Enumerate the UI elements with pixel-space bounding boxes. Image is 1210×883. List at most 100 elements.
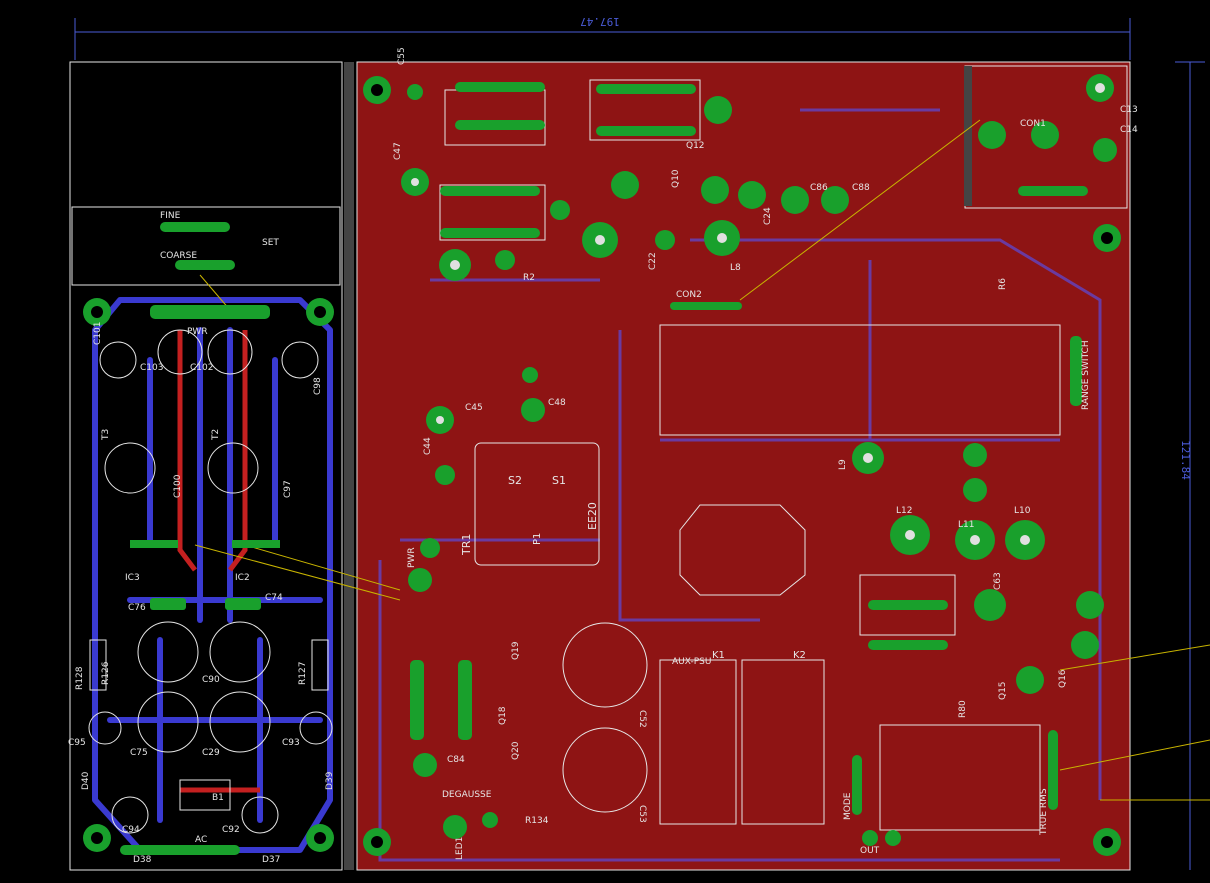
label-c84: C84	[447, 755, 465, 765]
main-component-outlines	[439, 79, 1061, 831]
bottom-layer-traces-main	[378, 108, 1102, 862]
label-c22: C22	[648, 252, 658, 270]
label-c86: C86	[810, 183, 828, 193]
label-k2: K2	[793, 650, 806, 661]
label-t3: T3	[101, 429, 111, 441]
label-c93: C93	[282, 738, 300, 748]
label-q10: Q10	[671, 169, 681, 188]
label-l12: L12	[896, 506, 912, 516]
label-r127: R127	[298, 662, 308, 685]
label-c97: C97	[283, 480, 293, 498]
label-q20: Q20	[511, 741, 521, 760]
label-c90: C90	[202, 675, 220, 685]
label-r134: R134	[525, 816, 549, 826]
label-q16: Q16	[1058, 669, 1068, 688]
label-ic2: IC2	[235, 573, 250, 583]
bottom-layer-traces	[92, 297, 333, 853]
label-l9: L9	[838, 459, 848, 470]
label-ee20: EE20	[586, 502, 599, 530]
silkscreen-labels: FINE COARSE SET PWR C103 C102 C101 C98 T…	[68, 47, 1138, 865]
dimension-width: 197.47	[74, 15, 1131, 60]
label-c88: C88	[852, 183, 870, 193]
label-k1: K1	[712, 650, 725, 661]
label-mode: MODE	[843, 792, 853, 820]
label-c24: C24	[763, 207, 773, 225]
label-c75: C75	[130, 748, 148, 758]
label-c48: C48	[548, 398, 566, 408]
label-c100: C100	[173, 474, 183, 498]
label-r128: R128	[75, 666, 85, 690]
label-s1: S1	[552, 474, 566, 487]
label-aux-psu: AUX-PSU	[672, 657, 711, 667]
label-tr1: TR1	[460, 534, 473, 556]
label-coarse: COARSE	[160, 251, 197, 261]
label-c95: C95	[68, 738, 86, 748]
label-degausse: DEGAUSSE	[442, 790, 492, 800]
label-c13: C13	[1120, 105, 1138, 115]
label-q15: Q15	[998, 681, 1008, 700]
label-r126: R126	[101, 661, 111, 685]
psu-capacitors	[88, 329, 333, 834]
label-c47: C47	[393, 142, 403, 160]
left-board-outline	[69, 61, 343, 871]
label-r80: R80	[958, 700, 968, 718]
label-ac: AC	[195, 835, 207, 845]
label-d39: D39	[325, 771, 335, 790]
label-con2: CON2	[676, 290, 702, 300]
label-fine: FINE	[160, 211, 181, 221]
label-c14: C14	[1120, 125, 1138, 135]
main-board-outline	[356, 61, 1131, 871]
label-c103: C103	[140, 363, 163, 373]
label-t2: T2	[211, 429, 221, 441]
label-c52: C52	[637, 710, 647, 728]
ratsnest-lines	[194, 119, 1210, 801]
label-c76: C76	[128, 603, 146, 613]
label-pwr2: PWR	[407, 547, 417, 568]
dimension-height-label: 121.84	[1179, 440, 1192, 480]
label-out: OUT	[860, 846, 880, 856]
label-c53: C53	[637, 805, 647, 823]
label-range-switch: RANGE SWITCH	[1081, 340, 1091, 410]
label-c63: C63	[993, 572, 1003, 590]
label-d38: D38	[133, 855, 152, 865]
label-led1: LED1	[455, 837, 465, 860]
label-c55: C55	[397, 47, 407, 65]
control-subboard-outline	[71, 206, 341, 286]
label-l8: L8	[730, 263, 741, 273]
pin-header-strip	[344, 62, 354, 870]
label-c74: C74	[265, 593, 283, 603]
mounting-holes	[83, 76, 1121, 856]
label-c45: C45	[465, 403, 483, 413]
label-c102: C102	[190, 363, 213, 373]
label-true-rms: TRUE RMS	[1039, 788, 1049, 836]
label-l11: L11	[958, 520, 974, 530]
label-c101: C101	[93, 322, 103, 345]
label-l10: L10	[1014, 506, 1031, 516]
dimension-height: 121.84	[1175, 61, 1205, 870]
pin-header-strip-right	[964, 66, 972, 206]
label-c98: C98	[313, 377, 323, 395]
label-r2: R2	[523, 273, 535, 283]
label-p1: P1	[532, 533, 543, 545]
label-con1: CON1	[1020, 119, 1046, 129]
label-d40: D40	[81, 771, 91, 790]
label-d37: D37	[262, 855, 280, 865]
smd-parts-left	[89, 222, 329, 855]
label-q18: Q18	[498, 706, 508, 725]
label-c92: C92	[222, 825, 240, 835]
label-q19: Q19	[511, 641, 521, 660]
dimension-width-label: 197.47	[580, 15, 620, 28]
pad-rows	[410, 82, 1088, 815]
label-c29: C29	[202, 748, 220, 758]
label-r6: R6	[998, 278, 1008, 290]
label-s2: S2	[508, 474, 522, 487]
label-q12: Q12	[686, 141, 705, 151]
pad-holes	[411, 83, 1105, 545]
label-c94: C94	[122, 825, 140, 835]
label-b1: B1	[212, 793, 224, 803]
label-pwr: PWR	[187, 327, 208, 337]
top-layer-traces	[177, 330, 260, 793]
label-ic3: IC3	[125, 573, 140, 583]
